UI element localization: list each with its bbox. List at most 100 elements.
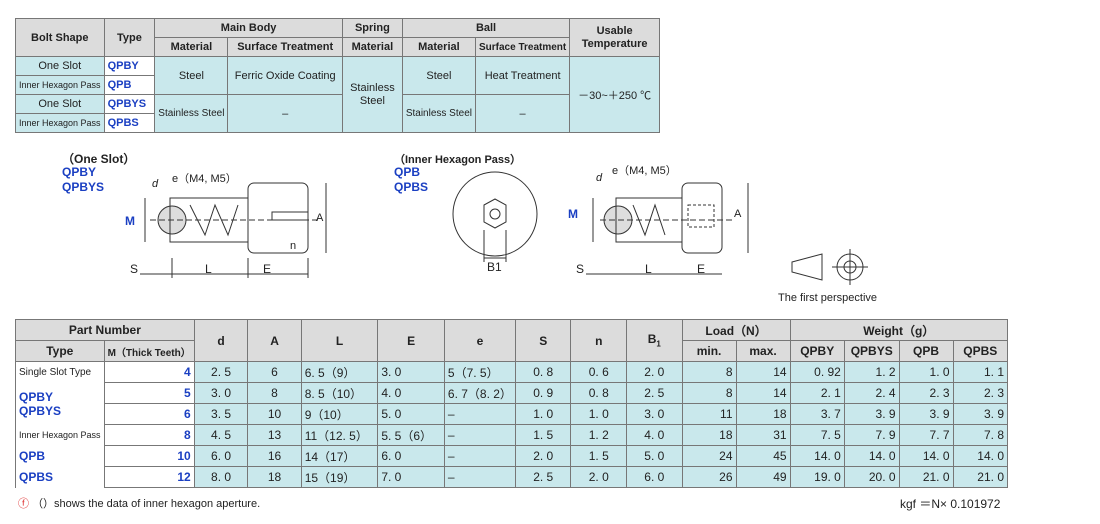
- value-cell: 3. 0: [193, 382, 249, 404]
- header-material: Material: [401, 37, 476, 57]
- material-table: Bolt Shape Type Main Body Spring Ball Us…: [15, 18, 660, 133]
- value-cell: 14. 0: [843, 445, 900, 467]
- type-cell: QPB: [103, 75, 156, 95]
- header-d: d: [193, 319, 249, 362]
- value-cell: 7. 0: [377, 466, 445, 488]
- type-cell: Single Slot Type: [15, 361, 105, 383]
- hex-front-drawing: [452, 171, 538, 262]
- A-label-hex: A: [734, 208, 742, 220]
- L-label: L: [205, 262, 212, 276]
- value-cell: 14. 0: [952, 445, 1009, 467]
- value-cell: 2. 1: [789, 382, 845, 404]
- value-cell: 5. 0: [626, 445, 683, 467]
- bolt-shape-cell: One Slot: [15, 56, 105, 76]
- m-value-cell: 12: [103, 466, 195, 488]
- value-cell: 6. 0: [626, 466, 683, 488]
- ball-material-cell: Stainless Steel: [401, 94, 476, 133]
- S-label-hex: S: [576, 262, 585, 276]
- value-cell: 45: [735, 445, 791, 467]
- value-cell: 2. 5: [626, 382, 683, 404]
- value-cell: 0. 9: [514, 382, 572, 404]
- E-label: E: [263, 262, 272, 276]
- S-label: S: [130, 262, 139, 276]
- header-S: S: [514, 319, 572, 362]
- d-label: d: [152, 178, 159, 190]
- e-label: e（M4, M5）: [172, 173, 237, 185]
- header-load: Load（N）: [681, 319, 791, 341]
- value-cell: 7. 9: [843, 424, 900, 446]
- value-cell: 18: [681, 424, 737, 446]
- header-spring: Spring: [341, 18, 403, 38]
- A-label: A: [316, 212, 324, 224]
- value-cell: 3. 0: [377, 361, 445, 383]
- header-ball: Ball: [401, 18, 571, 38]
- value-cell: 5（7. 5）: [443, 361, 516, 383]
- type-cell: QPBS: [103, 113, 156, 133]
- value-cell: 8: [247, 382, 302, 404]
- value-cell: 21. 0: [898, 466, 954, 488]
- hex-side-drawing: [586, 182, 749, 275]
- m-value-cell: 6: [103, 403, 195, 425]
- value-cell: 11: [681, 403, 737, 425]
- B1-label: B1: [487, 260, 502, 274]
- bolt-shape-cell: Inner Hexagon Pass: [15, 113, 105, 133]
- value-cell: 6. 5（9）: [300, 361, 379, 383]
- type-cell: QPB: [15, 445, 105, 467]
- value-cell: 0. 6: [570, 361, 628, 383]
- header-bolt-shape: Bolt Shape: [15, 18, 105, 57]
- header-type: Type: [15, 340, 105, 362]
- value-cell: 2. 5: [193, 361, 249, 383]
- type-cell: Inner Hexagon Pass: [15, 424, 105, 446]
- e-label-hex: e（M4, M5）: [612, 165, 677, 177]
- kgf-conversion: kgf ＝N× 0.101972: [900, 497, 1001, 511]
- value-cell: 2. 3: [898, 382, 954, 404]
- header-min: min.: [681, 340, 737, 362]
- value-cell: 8: [681, 382, 737, 404]
- m-value-cell: 8: [103, 424, 195, 446]
- main-surface-cell: –: [227, 94, 343, 133]
- value-cell: 8: [681, 361, 737, 383]
- value-cell: 1. 5: [514, 424, 572, 446]
- header-w-qpb: QPB: [898, 340, 954, 362]
- main-material-cell: Steel: [154, 56, 229, 95]
- n-label: n: [290, 240, 297, 252]
- L-label-hex: L: [645, 262, 652, 276]
- value-cell: –: [443, 466, 516, 488]
- ball-surface-cell: Heat Treatment: [474, 56, 571, 95]
- value-cell: 1. 0: [570, 403, 628, 425]
- header-B-text: B: [647, 332, 657, 347]
- header-w-qpby: QPBY: [789, 340, 845, 362]
- value-cell: 14: [735, 361, 791, 383]
- perspective-label: The first perspective: [778, 292, 878, 304]
- header-A: A: [247, 319, 302, 362]
- M-label-hex: M: [568, 207, 578, 221]
- header-E: E: [377, 319, 445, 362]
- one-slot-type2: QPBYS: [62, 180, 105, 194]
- header-B1: B1: [626, 319, 683, 362]
- value-cell: 26: [681, 466, 737, 488]
- type-cell: QPBY: [103, 56, 156, 76]
- value-cell: 0. 8: [570, 382, 628, 404]
- value-cell: 5. 5（6）: [377, 424, 445, 446]
- value-cell: 21. 0: [952, 466, 1009, 488]
- hex-type1: QPB: [394, 165, 421, 179]
- header-L: L: [300, 319, 379, 362]
- value-cell: 19. 0: [789, 466, 845, 488]
- value-cell: 1. 1: [952, 361, 1009, 383]
- m-value-cell: 5: [103, 382, 195, 404]
- one-slot-type1: QPBY: [62, 165, 97, 179]
- value-cell: 8. 0: [193, 466, 249, 488]
- hex-type2: QPBS: [394, 180, 429, 194]
- value-cell: 7. 5: [789, 424, 845, 446]
- note-icon: ⓕ: [18, 498, 29, 510]
- bolt-shape-cell: One Slot: [15, 94, 105, 114]
- value-cell: 3. 0: [626, 403, 683, 425]
- value-cell: 4. 0: [626, 424, 683, 446]
- value-cell: 3. 5: [193, 403, 249, 425]
- value-cell: 3. 9: [952, 403, 1009, 425]
- value-cell: 3. 9: [843, 403, 900, 425]
